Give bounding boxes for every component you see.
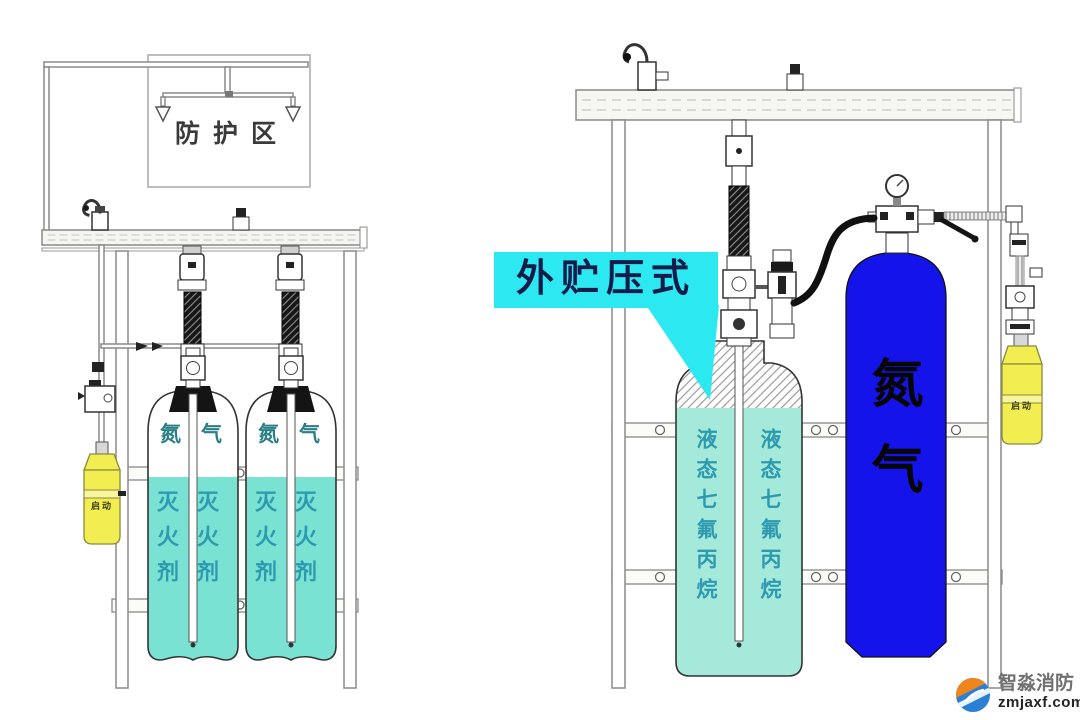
pilot-cylinder [1001,333,1043,445]
pilot-column [1005,205,1043,335]
rail-fitting [786,64,804,91]
manifold-fitting [232,208,250,231]
coupling [917,209,935,225]
agent-label: 灭火剂 [194,490,219,595]
frame-post [611,119,626,689]
nitrogen-cylinder [845,174,1009,658]
protection-zone-label: 防护区 [174,120,289,148]
pilot-bottle-label: 启动 [90,501,113,511]
right-system [494,43,1043,689]
frame-post [343,250,357,689]
siphon-tube [188,393,198,643]
brand-name: 智淼消防 [998,673,1075,694]
siphon-tube [734,340,744,642]
tank-agent-label: 液态七氟丙烷 [758,428,781,608]
left-system [41,54,368,689]
agent-cylinder-1 [147,386,239,661]
flow-arrow [152,342,163,351]
top-rail [575,87,1022,123]
tank-agent-label: 液态七氟丙烷 [694,428,717,608]
agent-label: 灭火剂 [154,490,179,595]
frame-post [987,119,1002,689]
brand-domain: zmjaxf.com [998,694,1080,711]
cylinder-head-valve [180,347,304,389]
solenoid-valve [78,362,116,413]
cylinder-gas-label: 氮气 [258,423,340,446]
cylinder-gas-label: 氮气 [160,423,242,446]
callout-bubble [494,252,719,400]
valve-lever [939,217,977,241]
flexible-hose [728,185,750,257]
callout-label: 外贮压式 [515,258,696,300]
nitrogen-hose [790,214,878,307]
pilot-bottle-label: 启动 [1010,401,1033,411]
nitrogen-cylinder-label: 氮气 [863,356,921,528]
distribution-piping [43,61,309,233]
container-valve-check [177,245,305,291]
cylinder-neck [885,232,909,254]
threaded-pipe [943,211,1009,221]
pilot-cylinder [83,441,126,545]
flow-arrow [136,342,148,351]
agent-label: 灭火剂 [292,490,317,595]
manifold [41,226,368,252]
gauge-stem [893,196,901,206]
discharge-nozzle [154,106,172,123]
agent-cylinder-2 [245,386,337,661]
agent-label: 灭火剂 [252,490,277,595]
safety-valve [622,43,669,91]
tank-valve-stack [720,119,770,347]
pressure-inlet-valve [767,249,797,339]
safety-valve [82,199,109,231]
discharge-nozzle [284,106,302,123]
siphon-tube [286,393,296,643]
